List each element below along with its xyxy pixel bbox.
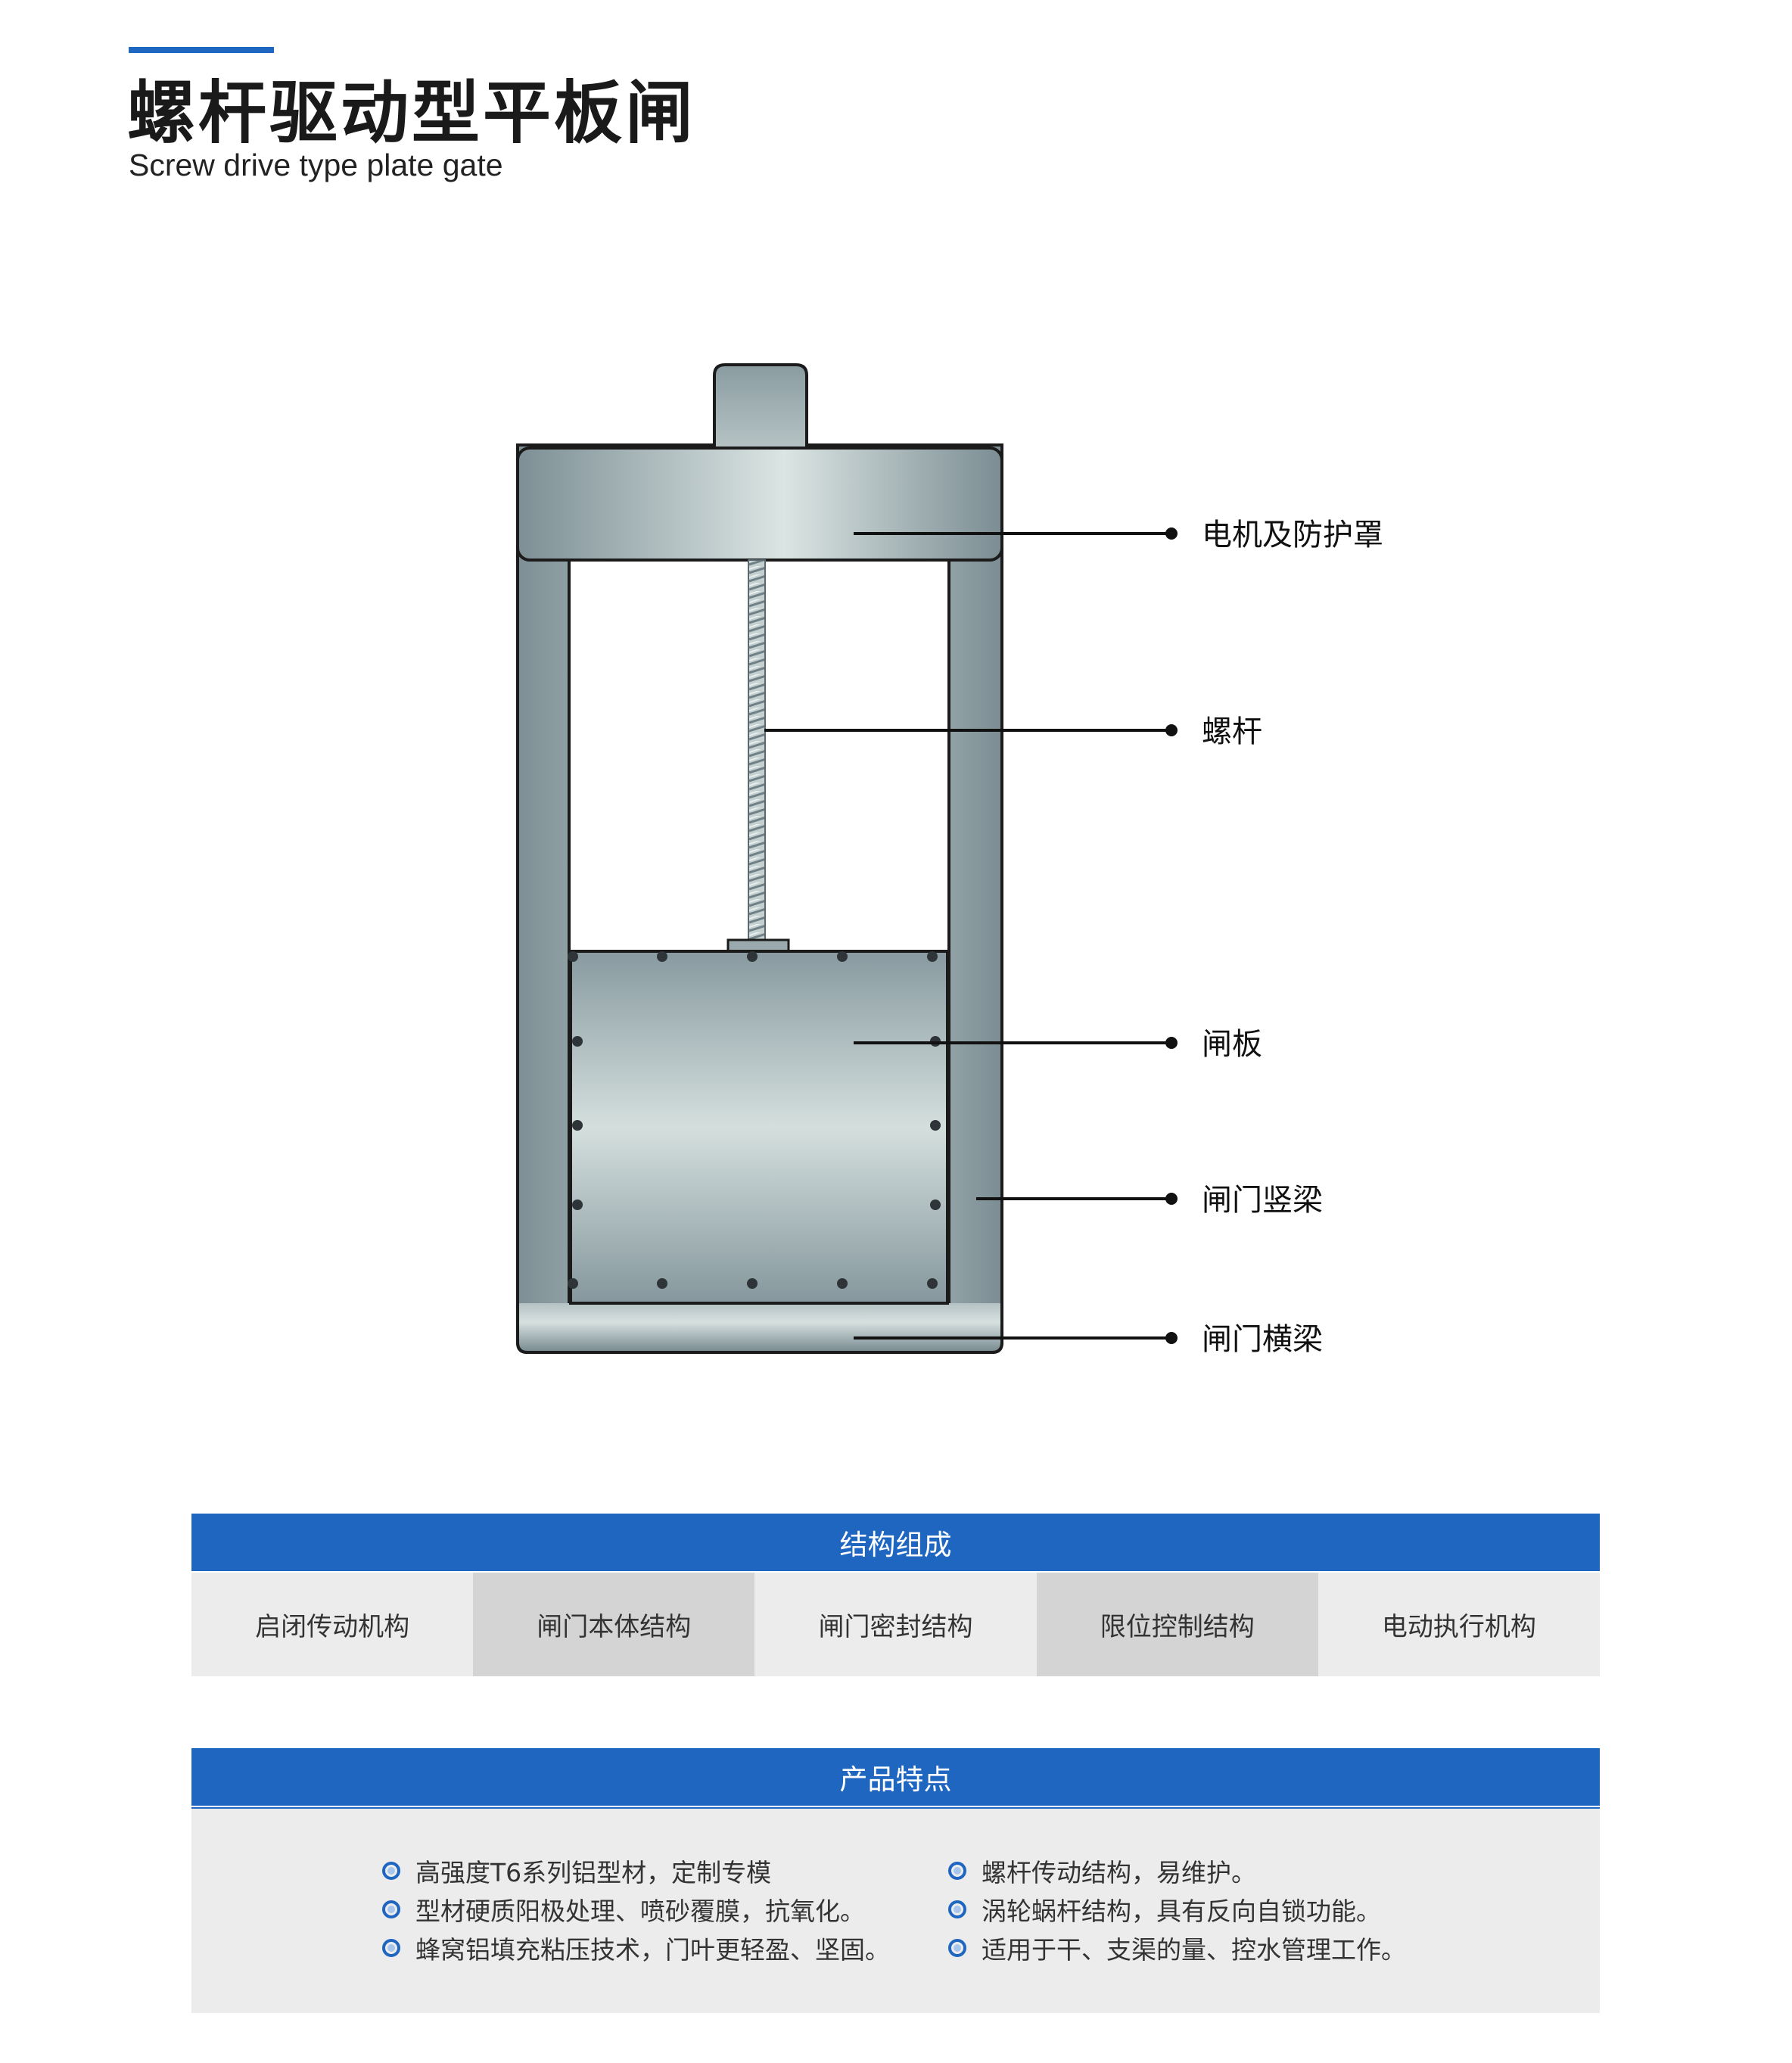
callout-label-motor-cover: 电机及防护罩	[1202, 518, 1383, 552]
motor-cover	[516, 447, 1003, 562]
motor-cap	[713, 363, 808, 457]
motor-housing	[516, 363, 1003, 562]
page-subtitle: Screw drive type plate gate	[129, 148, 503, 182]
feature-item: 高强度T6系列铝型材，定制专模	[382, 1851, 890, 1890]
callout-label-gate-plate: 闸板	[1202, 1027, 1262, 1062]
plate-rivets	[568, 951, 941, 1289]
rivet	[747, 1278, 758, 1289]
ring-bullet-icon	[948, 1938, 966, 1957]
callout-dot	[1165, 1332, 1178, 1344]
feature-text: 螺杆传动结构，易维护。	[982, 1857, 1256, 1887]
structure-item: 限位控制结构	[1036, 1573, 1318, 1676]
structure-components-row: 启闭传动机构 闸门本体结构 闸门密封结构 限位控制结构 电动执行机构	[191, 1573, 1601, 1676]
callout-cross-beam: 闸门横梁	[854, 1322, 1323, 1357]
callout-motor-cover: 电机及防护罩	[854, 518, 1383, 552]
feature-item: 螺杆传动结构，易维护。	[948, 1851, 1406, 1890]
ring-bullet-icon	[948, 1900, 966, 1918]
feature-item: 型材硬质阳极处理、喷砂覆膜，抗氧化。	[382, 1890, 890, 1928]
ring-bullet-icon	[948, 1861, 966, 1880]
feature-text: 型材硬质阳极处理、喷砂覆膜，抗氧化。	[415, 1896, 865, 1926]
rivet	[930, 1200, 941, 1210]
feature-text: 高强度T6系列铝型材，定制专模	[415, 1857, 772, 1887]
rivet	[837, 951, 848, 962]
features-section-header: 产品特点	[191, 1748, 1600, 1809]
features-right-column: 螺杆传动结构，易维护。 涡轮蜗杆结构，具有反向自锁功能。 适用于干、支渠的量、控…	[948, 1851, 1406, 1967]
callout-screw-rod: 螺杆	[764, 714, 1262, 749]
rivet	[927, 1278, 938, 1289]
title-accent-bar	[129, 47, 274, 53]
structure-item: 电动执行机构	[1318, 1573, 1601, 1676]
feature-item: 适用于干、支渠的量、控水管理工作。	[948, 1928, 1406, 1967]
rivet	[572, 1036, 583, 1047]
page-title: 螺杆驱动型平板闸	[127, 73, 696, 153]
rivet	[747, 951, 758, 962]
structure-item: 启闭传动机构	[191, 1573, 474, 1676]
callout-dot	[1165, 1193, 1178, 1205]
feature-item: 涡轮蜗杆结构，具有反向自锁功能。	[948, 1890, 1406, 1928]
structure-section-header: 结构组成	[191, 1514, 1600, 1575]
feature-text: 适用于干、支渠的量、控水管理工作。	[982, 1934, 1406, 1965]
structure-item: 闸门密封结构	[754, 1573, 1037, 1676]
rivet	[572, 1200, 583, 1210]
callout-dot	[1165, 724, 1178, 736]
features-panel: 高强度T6系列铝型材，定制专模 型材硬质阳极处理、喷砂覆膜，抗氧化。 蜂窝铝填充…	[191, 1809, 1600, 2013]
callout-label-cross-beam: 闸门横梁	[1202, 1322, 1323, 1357]
callout-gate-plate: 闸板	[854, 1027, 1262, 1062]
ring-bullet-icon	[382, 1861, 400, 1880]
rivet	[657, 1278, 667, 1289]
structure-section-title: 结构组成	[839, 1529, 952, 1561]
ring-bullet-icon	[382, 1900, 400, 1918]
rivet	[837, 1278, 848, 1289]
features-left-column: 高强度T6系列铝型材，定制专模 型材硬质阳极处理、喷砂覆膜，抗氧化。 蜂窝铝填充…	[382, 1851, 890, 1967]
gate-plate	[568, 950, 949, 1305]
screw-rod-thread	[748, 559, 766, 941]
ring-bullet-icon	[382, 1938, 400, 1957]
structure-item: 闸门本体结构	[473, 1573, 755, 1676]
bottom-crossbeam	[519, 1303, 1000, 1351]
gate-diagram: 电机及防护罩 螺杆 闸板 闸门竖梁 闸门横梁	[516, 363, 1383, 1357]
rivet	[572, 1120, 583, 1131]
screw-rod-nut	[726, 938, 790, 953]
rivet	[930, 1120, 941, 1131]
feature-text: 蜂窝铝填充粘压技术，门叶更轻盈、坚固。	[415, 1934, 890, 1965]
callout-label-vertical-beam: 闸门竖梁	[1202, 1183, 1323, 1218]
feature-item: 蜂窝铝填充粘压技术，门叶更轻盈、坚固。	[382, 1928, 890, 1967]
callout-label-screw-rod: 螺杆	[1202, 714, 1262, 749]
rivet	[927, 951, 938, 962]
callout-vertical-beam: 闸门竖梁	[976, 1183, 1323, 1218]
callout-dot	[1165, 1037, 1178, 1049]
feature-text: 涡轮蜗杆结构，具有反向自锁功能。	[982, 1896, 1381, 1926]
rivet	[568, 951, 578, 962]
gate-plate-body	[569, 950, 949, 1305]
features-section-title: 产品特点	[839, 1763, 952, 1796]
rivet	[568, 1278, 578, 1289]
callout-dot	[1165, 527, 1178, 540]
rivet	[657, 951, 667, 962]
screw-rod	[726, 559, 790, 953]
